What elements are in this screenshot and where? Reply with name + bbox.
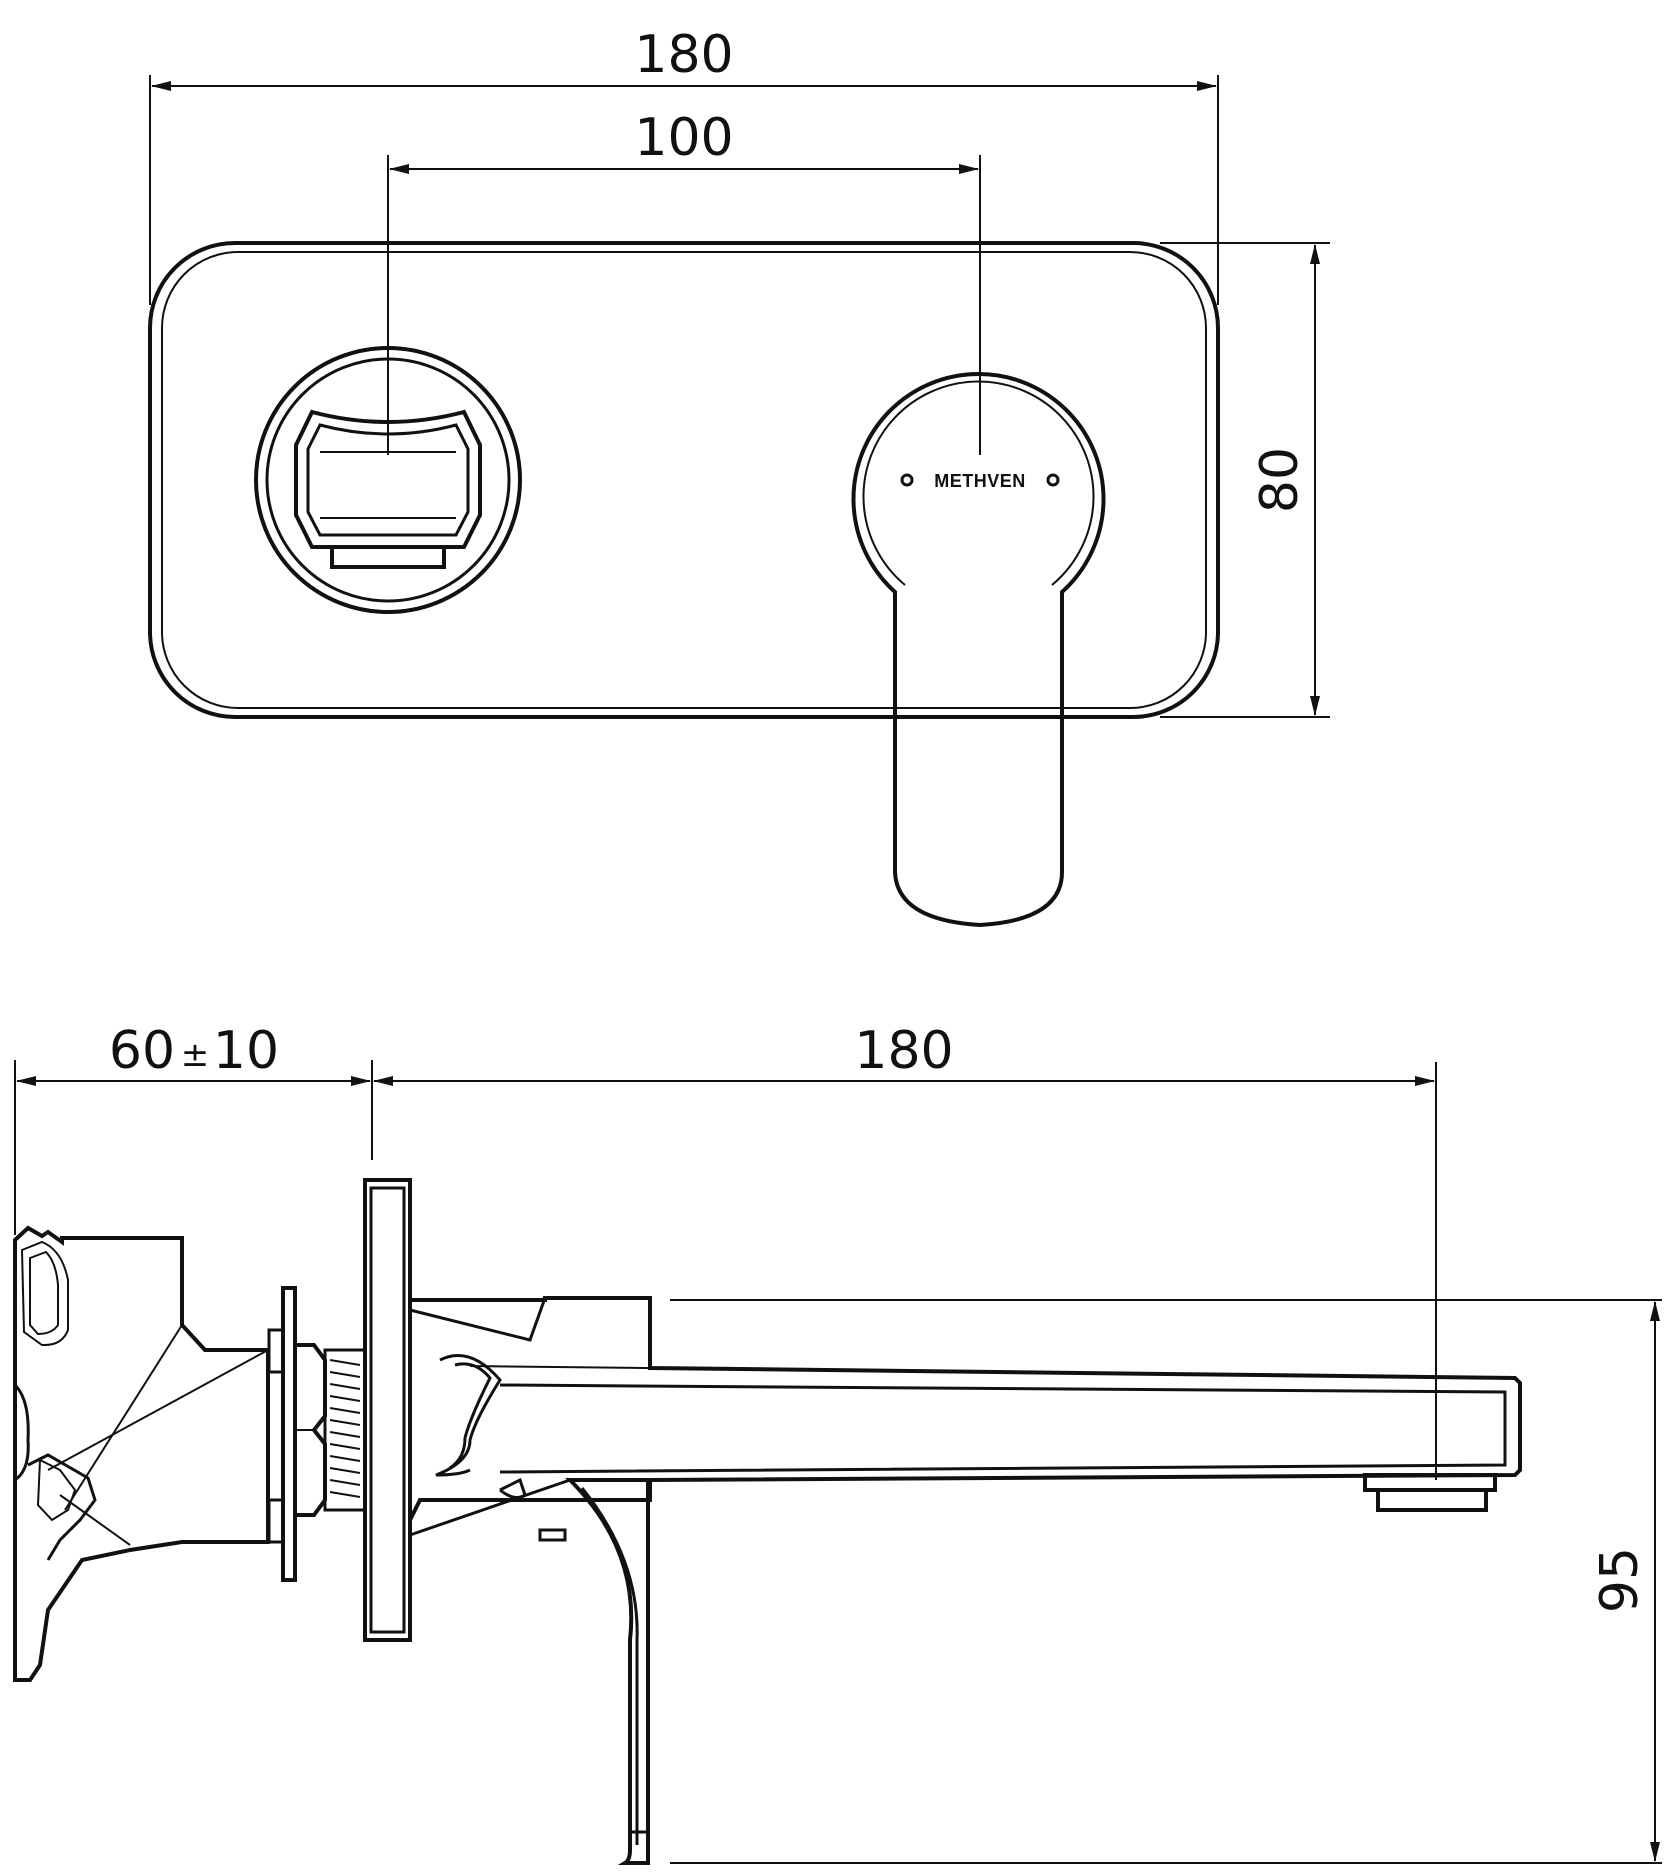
valve-inlet-port-inner	[29, 1250, 59, 1336]
valve-body-edge	[64, 1324, 183, 1511]
dimension-tolerance-sign: ±	[181, 1035, 210, 1075]
flange-clip-top	[267, 1328, 285, 1374]
diverter-rosette-outer	[254, 346, 522, 614]
mixer-handle: METHVEN	[851, 372, 1106, 928]
dimension-centers: 100	[387, 108, 981, 455]
spout-outline	[408, 1296, 1522, 1535]
brand-logo: METHVEN	[934, 471, 1026, 491]
logo-left-dot	[900, 473, 914, 487]
spout-top-face	[499, 1383, 1507, 1474]
valve-outlet-lug	[27, 1453, 97, 1561]
dimension-label-95: 95	[1590, 1547, 1650, 1613]
spout-collar-inner	[449, 1362, 492, 1470]
valve-outlet-lug-face	[36, 1458, 77, 1522]
body-bottom-bevel	[409, 1478, 571, 1537]
dimension-label-10: 10	[213, 1021, 279, 1081]
dimension-label-80: 80	[1250, 447, 1310, 513]
mounting-assembly	[267, 1178, 412, 1642]
stem-threads	[329, 1359, 361, 1498]
backplate-outline	[148, 241, 1220, 719]
front-view: 180 100 80	[148, 25, 1330, 928]
dimension-label-100: 100	[634, 108, 733, 168]
dimension-label-180-top: 180	[634, 25, 733, 85]
spout-top-edge	[469, 1365, 1506, 1379]
dimension-overall-height: 95	[670, 1299, 1662, 1864]
valve-body	[13, 1225, 270, 1682]
logo-right-dot	[1046, 473, 1060, 487]
diverter-lever-face	[306, 423, 470, 537]
valve-body-outline	[13, 1225, 270, 1682]
diverter-lever-body	[294, 409, 482, 549]
lever-handle-inner	[580, 1487, 639, 1845]
valve-body-edge	[59, 1494, 131, 1546]
valve-body-bulge	[13, 1383, 30, 1482]
valve-body-edge	[47, 1349, 269, 1471]
dimension-wall-depth: 60 ± 10	[14, 1021, 373, 1235]
side-lever-handle	[565, 1478, 650, 1865]
diverter-lever-stem	[330, 545, 446, 569]
body-base-detail	[538, 1528, 567, 1542]
dimension-label-60: 60	[109, 1021, 175, 1081]
mixer-handle-outline	[851, 372, 1106, 928]
mixer-handle-inner-edge	[862, 380, 1095, 586]
aerator-inner	[1376, 1488, 1488, 1512]
flange-clip-bottom	[267, 1498, 285, 1544]
lever-handle-outline	[565, 1478, 650, 1865]
body-top-bevel	[409, 1297, 547, 1342]
dimension-plate-height: 80	[1160, 242, 1330, 718]
body-grub-screw	[499, 1477, 527, 1500]
valve-inlet-port	[20, 1240, 69, 1347]
mixer-body-and-spout	[408, 1296, 1522, 1542]
diverter-knob	[254, 346, 522, 614]
diverter-rosette-inner	[265, 357, 511, 603]
side-view: 60 ± 10 180 95	[13, 1021, 1662, 1865]
dimension-label-180-bottom: 180	[854, 1021, 953, 1081]
dimension-overall-width: 180	[149, 25, 1219, 305]
lock-nut	[293, 1343, 327, 1517]
backplate-inner-edge	[161, 251, 1207, 709]
spout-collar-curve	[435, 1354, 502, 1477]
wall-backplate-inner	[369, 1186, 406, 1634]
dimension-spout-reach: 180	[373, 1021, 1437, 1480]
